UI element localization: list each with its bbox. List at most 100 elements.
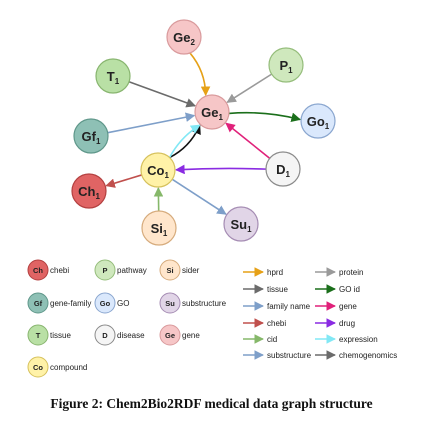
node-d1-circle <box>265 151 301 187</box>
figure-caption: Figure 2: Chem2Bio2RDF medical data grap… <box>50 396 373 411</box>
edge-legend-item-substructure: substructure <box>243 350 312 360</box>
edge-legend-label: gene <box>339 302 357 311</box>
node-ch1-circle <box>71 173 107 209</box>
node-legend-item-GO: Go GO <box>94 292 129 314</box>
edge-legend-item-chemogenomics: chemogenomics <box>315 350 397 360</box>
node-legend-abbr: T <box>36 331 41 340</box>
node-legend-abbr: Ch <box>33 266 43 275</box>
node-legend-abbr: Su <box>165 299 175 308</box>
edge-d1-ge1 <box>225 122 271 159</box>
node-gf1-circle <box>73 118 109 154</box>
node-legend-item-compound: Co compound <box>27 356 87 378</box>
edge-legend-item-chebi: chebi <box>243 318 286 328</box>
node-legend-label: gene-family <box>50 299 91 308</box>
node-t1-circle <box>95 58 131 94</box>
node-ge1-label: Ge1 <box>201 105 223 122</box>
edge-co1-ge1 <box>168 124 201 158</box>
edge-legend-item-expression: expression <box>315 334 378 344</box>
edge-co1-su1 <box>171 178 227 215</box>
node-legend-item-gene-family: Gf gene-family <box>27 292 91 314</box>
node-su1-label: Su1 <box>230 217 252 234</box>
edge-legend-item-GO-id: GO id <box>315 284 360 294</box>
node-t1-label: T1 <box>107 69 120 86</box>
edge-legend-label: hprd <box>267 268 283 277</box>
node-si1: Si1 <box>141 210 177 246</box>
node-su1: Su1 <box>223 206 259 242</box>
node-go1-circle <box>300 103 336 139</box>
edge-legend-item-drug: drug <box>315 318 355 328</box>
node-go1: Go1 <box>300 103 336 139</box>
node-p1-circle <box>268 47 304 83</box>
edge-d1-co1 <box>175 164 267 175</box>
edge-legend-label: protein <box>339 268 363 277</box>
edge-legend-label: tissue <box>267 285 288 294</box>
node-p1: P1 <box>268 47 304 83</box>
edge-legend-label: drug <box>339 319 355 328</box>
node-legend-label: compound <box>50 363 87 372</box>
edges-layer <box>105 52 301 215</box>
node-su1-circle <box>223 206 259 242</box>
node-gf1-label: Gf1 <box>82 129 101 146</box>
edge-legend-label: family name <box>267 302 311 311</box>
edge-legend-item-gene: gene <box>315 301 357 311</box>
node-legend-label: chebi <box>50 266 69 275</box>
node-legend-item-substructure: Su substructure <box>159 292 227 314</box>
node-legend-abbr: Gf <box>34 299 43 308</box>
node-co1-label: Co1 <box>147 163 169 180</box>
edge-legend-item-protein: protein <box>315 267 363 277</box>
edge-legend-label: GO id <box>339 285 360 294</box>
node-legend-abbr: Si <box>166 266 173 275</box>
edge-legend-item-tissue: tissue <box>243 284 288 294</box>
node-ge2-label: Ge2 <box>173 30 195 47</box>
node-legend-abbr: Co <box>33 363 43 372</box>
node-legend-abbr: Go <box>100 299 111 308</box>
node-legend-label: sider <box>182 266 200 275</box>
node-t1: T1 <box>95 58 131 94</box>
node-legend-label: pathway <box>117 266 147 275</box>
edge-legend-item-cid: cid <box>243 334 277 344</box>
node-si1-label: Si1 <box>151 221 168 238</box>
edge-t1-ge1 <box>128 81 196 108</box>
edge-co1-ge1 <box>169 124 201 159</box>
edge-ge2-ge1 <box>189 52 211 97</box>
node-gf1: Gf1 <box>73 118 109 154</box>
edge-legend-label: substructure <box>267 351 312 360</box>
node-co1-circle <box>140 152 176 188</box>
edge-legend-label: cid <box>267 335 277 344</box>
edge-legend: hprd protein tissue GO id family name gene che… <box>243 267 397 360</box>
node-go1-label: Go1 <box>307 114 330 131</box>
node-legend-label: tissue <box>50 331 71 340</box>
node-legend-abbr: D <box>102 331 108 340</box>
node-ge2-circle <box>166 19 202 55</box>
node-legend-abbr: Ge <box>165 331 175 340</box>
node-ge1: Ge1 <box>194 94 230 130</box>
node-legend-label: substructure <box>182 299 227 308</box>
edge-legend-label: chemogenomics <box>339 351 397 360</box>
edge-legend-label: expression <box>339 335 378 344</box>
node-d1: D1 <box>265 151 301 187</box>
node-co1: Co1 <box>140 152 176 188</box>
node-legend-abbr: P <box>102 266 107 275</box>
node-ch1: Ch1 <box>71 173 107 209</box>
node-si1-circle <box>141 210 177 246</box>
node-ch1-label: Ch1 <box>78 184 100 201</box>
node-ge1-circle <box>194 94 230 130</box>
edge-p1-ge1 <box>226 73 273 104</box>
edge-gf1-ge1 <box>107 112 196 134</box>
edge-ge1-go1 <box>228 111 301 122</box>
node-legend-label: GO <box>117 299 129 308</box>
node-legend-label: disease <box>117 331 145 340</box>
edge-legend-label: chebi <box>267 319 286 328</box>
node-legend-label: gene <box>182 331 200 340</box>
node-p1-label: P1 <box>279 58 293 75</box>
node-ge2: Ge2 <box>166 19 202 55</box>
